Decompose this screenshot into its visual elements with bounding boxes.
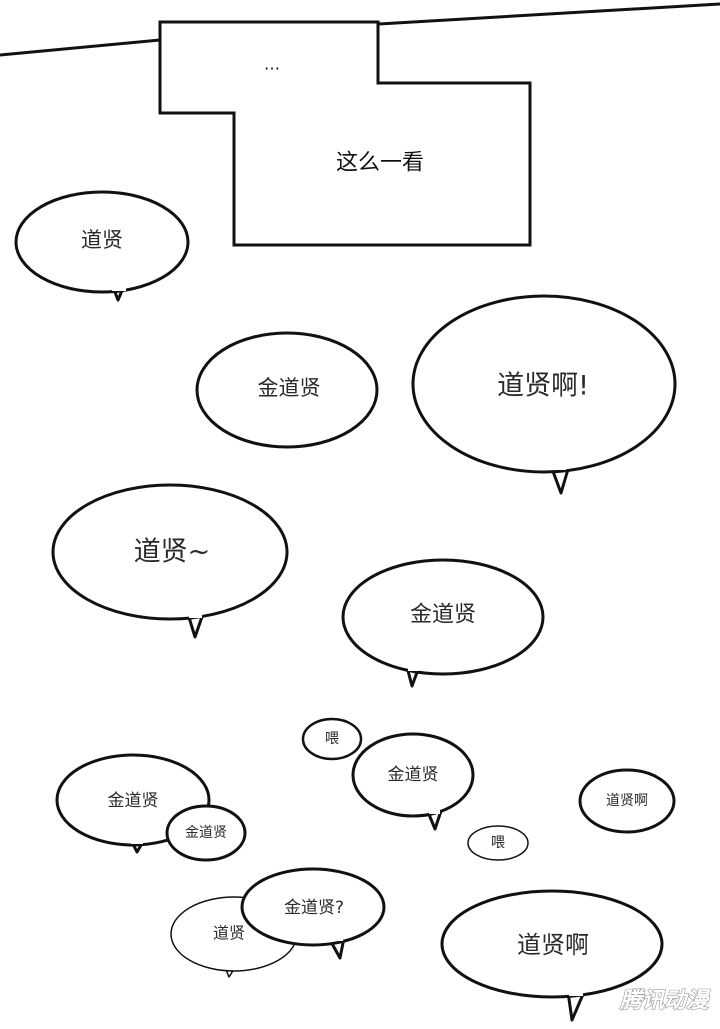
bubble-text: 金道贤 bbox=[388, 765, 439, 785]
bubble-outline bbox=[467, 825, 529, 861]
bubble-text: 道贤~ bbox=[134, 537, 211, 568]
bubble-outline bbox=[341, 558, 545, 676]
speech-bubble: 金道贤? bbox=[240, 867, 386, 960]
caption-box: … 这么一看 bbox=[158, 20, 532, 247]
speech-bubble: 道贤 bbox=[14, 190, 190, 302]
bubble-text: 金道贤 bbox=[185, 825, 227, 841]
bubble-outline bbox=[301, 717, 363, 761]
speech-bubble: 道贤啊! bbox=[411, 294, 677, 495]
bubble-outline bbox=[195, 331, 379, 449]
speech-bubble: 道贤~ bbox=[51, 483, 289, 639]
speech-bubble: 喂 bbox=[301, 717, 363, 761]
bubble-text: 金道贤? bbox=[284, 898, 344, 918]
bubble-text: 金道贤 bbox=[258, 376, 321, 400]
bubble-text: 道贤啊! bbox=[497, 371, 589, 402]
bubble-outline bbox=[14, 190, 190, 294]
bubble-text: 金道贤 bbox=[108, 791, 159, 811]
speech-bubble: 金道贤 bbox=[341, 558, 545, 688]
panel-border-line bbox=[0, 38, 161, 57]
speech-bubble: 道贤啊 bbox=[440, 889, 664, 1022]
speech-bubble: 道贤啊 bbox=[578, 768, 676, 834]
speech-bubble: 金道贤 bbox=[165, 804, 247, 862]
bubble-outline bbox=[411, 294, 677, 474]
bubble-outline bbox=[51, 483, 289, 621]
watermark-logo: 腾讯动漫 bbox=[619, 989, 711, 1014]
caption-box-outline bbox=[158, 20, 532, 247]
bubble-text: 道贤啊 bbox=[606, 793, 648, 809]
panel-border-line bbox=[377, 2, 720, 26]
speech-bubble: 喂 bbox=[467, 825, 529, 861]
bubble-outline bbox=[440, 889, 664, 999]
bubble-outline bbox=[351, 732, 475, 818]
speech-bubble: 金道贤 bbox=[195, 331, 379, 449]
bubble-outline bbox=[165, 804, 247, 862]
bubble-tail bbox=[186, 613, 205, 639]
bubble-tail bbox=[566, 991, 586, 1022]
bubble-text: 道贤啊 bbox=[517, 931, 589, 959]
bubble-text: 道贤 bbox=[213, 924, 245, 943]
bubble-text: 金道贤 bbox=[410, 603, 476, 628]
caption-ellipsis: … bbox=[264, 55, 280, 74]
bubble-text: 道贤 bbox=[81, 228, 123, 252]
bubble-outline bbox=[240, 867, 386, 947]
bubble-outline bbox=[578, 768, 676, 834]
caption-text: 这么一看 bbox=[336, 151, 424, 176]
speech-bubble: 金道贤 bbox=[351, 732, 475, 831]
bubble-text: 喂 bbox=[325, 731, 339, 747]
bubble-text: 喂 bbox=[491, 835, 505, 851]
